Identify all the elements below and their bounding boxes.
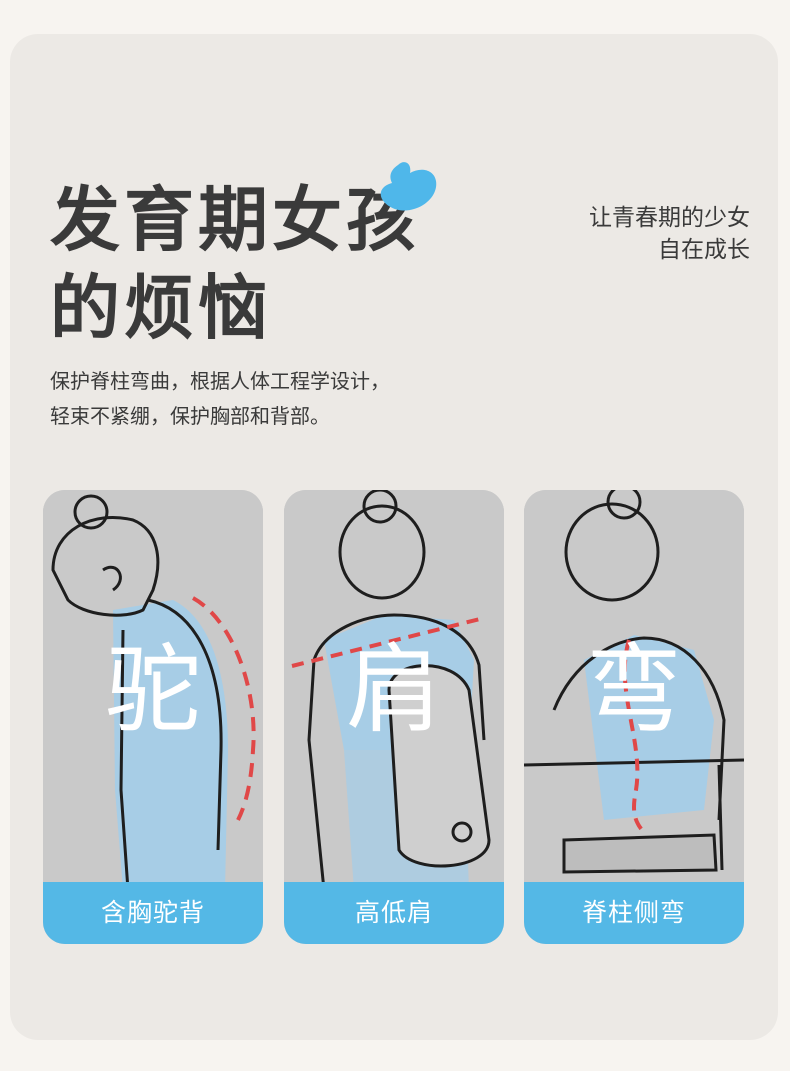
description-line-1: 保护脊柱弯曲，根据人体工程学设计， bbox=[50, 369, 390, 393]
panel-label: 脊柱侧弯 bbox=[524, 882, 744, 944]
panel-hunchback: 驼 含胸驼背 bbox=[43, 490, 263, 944]
description: 保护脊柱弯曲，根据人体工程学设计， 轻束不紧绷，保护胸部和背部。 bbox=[50, 364, 390, 434]
panel-uneven-shoulders: 肩 高低肩 bbox=[284, 490, 504, 944]
panel-label: 高低肩 bbox=[284, 882, 504, 944]
scoliosis-illustration-icon bbox=[524, 490, 744, 944]
tagline: 让青春期的少女 自在成长 bbox=[589, 202, 750, 266]
panel-overlay-char: 肩 bbox=[346, 634, 442, 746]
uneven-shoulders-illustration-icon bbox=[284, 490, 504, 944]
title-line-2: 的烦恼 bbox=[50, 267, 272, 349]
panel-overlay-char: 弯 bbox=[586, 634, 682, 746]
tagline-line-2: 自在成长 bbox=[658, 237, 750, 263]
panel-scoliosis: 弯 脊柱侧弯 bbox=[524, 490, 744, 944]
tagline-line-1: 让青春期的少女 bbox=[589, 205, 750, 231]
description-line-2: 轻束不紧绷，保护胸部和背部。 bbox=[50, 404, 330, 428]
page-title: 发育期女孩 的烦恼 bbox=[50, 176, 420, 352]
panel-overlay-char: 驼 bbox=[105, 634, 201, 746]
blue-splash-icon bbox=[380, 162, 437, 211]
title-line-1: 发育期女孩 bbox=[50, 179, 420, 261]
panel-label: 含胸驼背 bbox=[43, 882, 263, 944]
hunchback-illustration-icon bbox=[43, 490, 263, 944]
